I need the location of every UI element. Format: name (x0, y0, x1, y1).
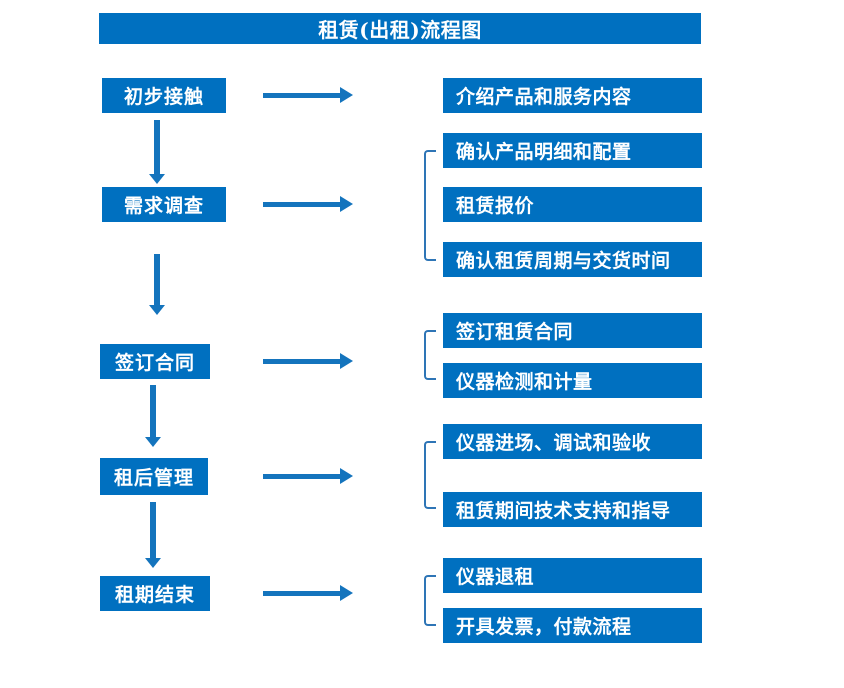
arrow-right-icon (263, 86, 353, 104)
detail-box-confirm-product-config: 确认产品明细和配置 (443, 133, 702, 168)
detail-box-rental-quote: 租赁报价 (443, 187, 702, 222)
arrow-down-icon (149, 254, 165, 315)
step-box-rental-end: 租期结束 (100, 576, 210, 611)
bracket-connector (424, 330, 436, 380)
bracket-connector (424, 150, 436, 261)
arrow-down-icon (149, 120, 165, 184)
detail-box-confirm-period: 确认租赁周期与交货时间 (443, 242, 702, 277)
detail-box-invoice-payment: 开具发票，付款流程 (443, 608, 702, 643)
arrow-right-icon (263, 352, 353, 370)
detail-box-tech-support: 租赁期间技术支持和指导 (443, 492, 702, 527)
arrow-right-icon (263, 195, 353, 213)
step-box-sign-contract: 签订合同 (100, 344, 210, 379)
detail-box-sign-rental-contract: 签订租赁合同 (443, 313, 702, 348)
arrow-down-icon (145, 502, 161, 568)
detail-box-instrument-setup: 仪器进场、调试和验收 (443, 424, 702, 459)
detail-box-introduce-products: 介绍产品和服务内容 (443, 78, 702, 113)
detail-box-instrument-testing: 仪器检测和计量 (443, 363, 702, 398)
step-box-demand-survey: 需求调查 (102, 187, 226, 222)
arrow-right-icon (263, 584, 353, 602)
step-box-post-rental-management: 租后管理 (100, 458, 208, 495)
flowchart-title: 租赁(出租)流程图 (99, 13, 701, 44)
bracket-connector (424, 441, 436, 509)
detail-box-instrument-return: 仪器退租 (443, 558, 702, 593)
bracket-connector (424, 575, 436, 626)
arrow-right-icon (263, 467, 353, 485)
arrow-down-icon (145, 385, 161, 447)
step-box-initial-contact: 初步接触 (102, 78, 226, 113)
